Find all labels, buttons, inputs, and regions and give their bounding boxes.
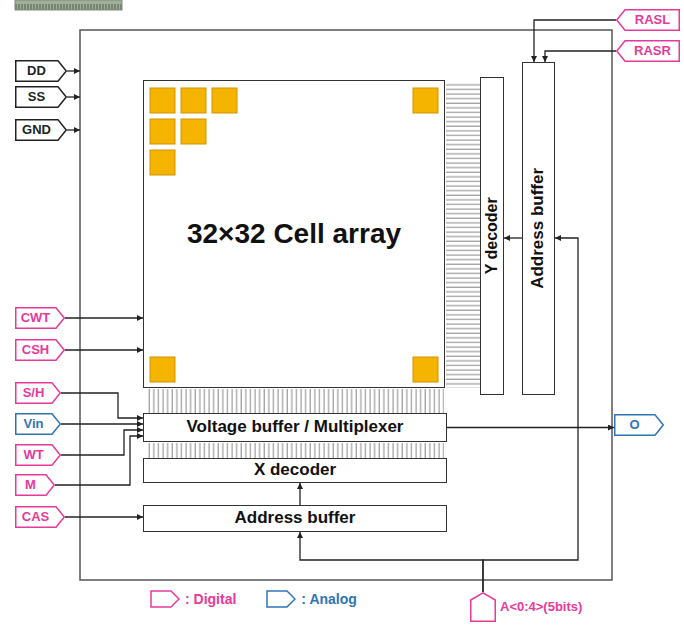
pin-name: WT [23,448,43,462]
signal-wire [504,237,522,238]
memory-cells [150,88,438,382]
memory-cell [150,357,175,382]
pin-name: GND [22,123,51,137]
digital-pin: WT [15,444,61,466]
signal-wire [65,516,143,517]
digital-pin: S/H [15,382,61,404]
pin-shape [471,593,496,622]
power-pin: DD [15,60,67,82]
cell-array: 32×32 Cell array [143,80,445,388]
signal-wire [299,483,300,505]
legend-swatch [266,590,296,608]
legend-text: : Analog [301,591,356,607]
word-line-bus [446,82,480,388]
legend-text: : Digital [185,591,236,607]
signal-wire [65,349,143,350]
pin-shape [16,414,61,435]
pin-name: DD [27,64,46,78]
pin-name: CSH [22,343,49,357]
pin-shape [16,383,61,404]
memory-cell [181,119,206,144]
decoder-bus [146,443,444,458]
signal-wire [61,423,143,424]
pin-shape [16,308,65,329]
power-wire [67,96,80,97]
memory-cell [181,88,206,113]
memory-cell [150,88,175,113]
pin-shape [16,87,67,108]
memory-cell [212,88,237,113]
pin-shape [16,61,67,82]
legend-pin-shape [267,591,295,607]
pin-shape [617,41,680,62]
power-wire [67,70,80,71]
pin-shape [617,10,680,31]
pin-shape [16,120,67,141]
pin-name: SS [28,90,45,104]
legend-swatch [150,590,180,608]
block-label: Y decoder [483,197,501,274]
pin-name: M [25,478,36,492]
chip-outline [80,30,612,580]
signal-wire [61,430,143,455]
pin-shape [615,415,664,436]
memory-cell [413,357,438,382]
digital-pin: CAS [15,506,65,528]
signal-wire [447,427,614,428]
legend-item: : Digital [150,590,236,608]
signal-wire [534,20,616,62]
block-label: 32×32 Cell array [187,219,401,250]
digital-pin: RASL [616,9,680,31]
legend-pin-shape [151,591,179,607]
bit-line-bus [146,389,444,413]
signal-wire [300,532,483,592]
signal-wire [483,238,578,592]
pin-name: CWT [21,311,51,325]
voltage-buffer: Voltage buffer / Multiplexer [143,413,447,442]
pin-shape [16,507,65,528]
signal-wire [61,393,143,418]
analog-pin: O [614,414,664,436]
pin-shape [16,340,65,361]
power-pin: GND [15,119,67,141]
digital-pin: RASR [616,40,680,62]
pin-name: RASL [635,13,670,27]
legend-item: : Analog [266,590,356,608]
block-label: Address buffer [529,168,548,289]
legend: : Digital : Analog [150,590,387,608]
block-label: X decoder [254,461,336,480]
memory-cell [150,119,175,144]
address-buffer: Address buffer [522,62,555,395]
digital-pin: M [15,474,55,496]
address-buffer: Address buffer [143,505,447,532]
photo-strip [15,0,122,10]
power-wire [67,129,80,130]
signal-wire [55,436,143,485]
pin-shape [16,475,55,496]
address-bus-pin: A<0:4>(5bits) [470,592,600,622]
signal-wire [545,51,616,62]
pin-name: CAS [22,510,49,524]
memory-cell [413,88,438,113]
block-label: Voltage buffer / Multiplexer [187,418,404,437]
signal-wire [65,317,143,318]
memory-cell [150,150,175,175]
pin-shape [16,445,61,466]
digital-pin: CWT [15,307,65,329]
digital-pin: CSH [15,339,65,361]
pin-name: S/H [23,386,45,400]
decoder-block: Y decoder [480,77,504,395]
pin-name: O [629,418,639,432]
power-pin: SS [15,86,67,108]
analog-pin: Vin [15,413,61,435]
pin-name: Vin [24,417,44,431]
block-label: Address buffer [235,509,356,528]
pin-name: RASR [634,44,671,58]
decoder-block: X decoder [143,458,447,483]
pin-name: A<0:4>(5bits) [500,600,582,614]
